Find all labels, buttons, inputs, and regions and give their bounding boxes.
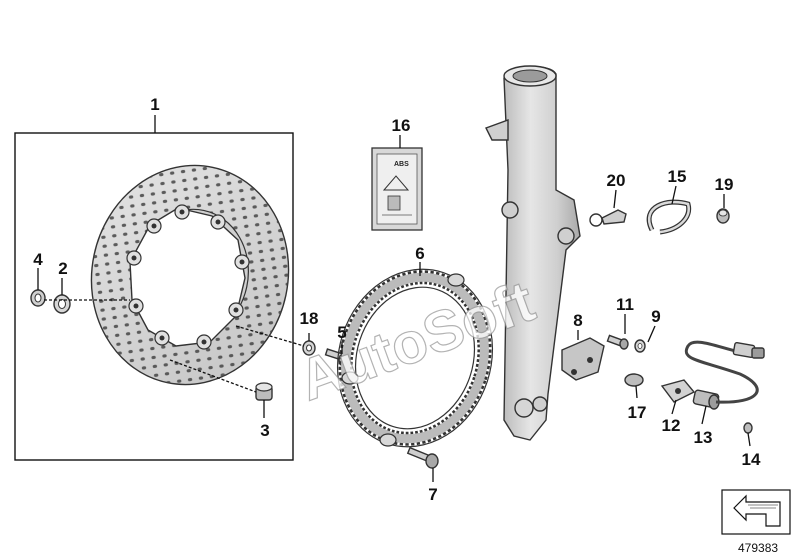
sensor-cable[interactable] <box>684 340 765 404</box>
grommet-19[interactable] <box>716 208 730 224</box>
callout-15: 15 <box>668 167 687 186</box>
brake-disc[interactable] <box>71 147 308 403</box>
plate-12[interactable] <box>660 379 696 403</box>
callout-20: 20 <box>607 171 626 190</box>
screw-14[interactable] <box>743 422 753 434</box>
callout-16: 16 <box>392 116 411 135</box>
cable-bracket-15[interactable] <box>646 199 692 235</box>
callout-12: 12 <box>662 416 681 435</box>
abs-label-text: ABS <box>394 161 409 168</box>
abs-sensor-13[interactable] <box>692 389 720 410</box>
washer-9[interactable] <box>634 339 646 353</box>
callout-1: 1 <box>150 95 159 114</box>
callout-2: 2 <box>58 259 67 278</box>
washer-4[interactable] <box>30 289 46 307</box>
callout-11: 11 <box>616 295 634 314</box>
clip-20[interactable] <box>589 209 627 227</box>
brake-disc-group-frame <box>14 132 294 461</box>
abs-label-sticker[interactable]: ABS <box>371 147 423 231</box>
leader-lines <box>37 115 751 482</box>
callout-7: 7 <box>428 485 437 504</box>
screw-11[interactable] <box>606 334 629 350</box>
callout-3: 3 <box>260 421 269 440</box>
sensor-holder-8[interactable] <box>561 337 605 381</box>
bolt-3[interactable] <box>255 382 273 401</box>
callout-8: 8 <box>573 311 582 330</box>
fork-leg <box>485 65 581 441</box>
callout-14: 14 <box>742 450 761 469</box>
spacer-17[interactable] <box>624 373 644 387</box>
washer-2[interactable] <box>53 294 71 314</box>
abs-sensor-ring[interactable] <box>315 249 515 467</box>
bolt-7[interactable] <box>406 446 439 469</box>
callout-5: 5 <box>337 323 346 342</box>
callout-17: 17 <box>628 403 647 422</box>
callout-9: 9 <box>651 307 660 326</box>
callout-6: 6 <box>415 244 424 263</box>
callout-13: 13 <box>694 428 713 447</box>
callout-19: 19 <box>715 175 734 194</box>
callout-4: 4 <box>33 250 43 269</box>
document-number: 479383 <box>738 541 778 555</box>
orientation-arrow-box <box>721 489 791 535</box>
callout-numbers: 1 2 3 4 5 6 7 8 9 11 12 13 14 15 16 17 1… <box>33 95 761 504</box>
callout-18: 18 <box>300 309 319 328</box>
